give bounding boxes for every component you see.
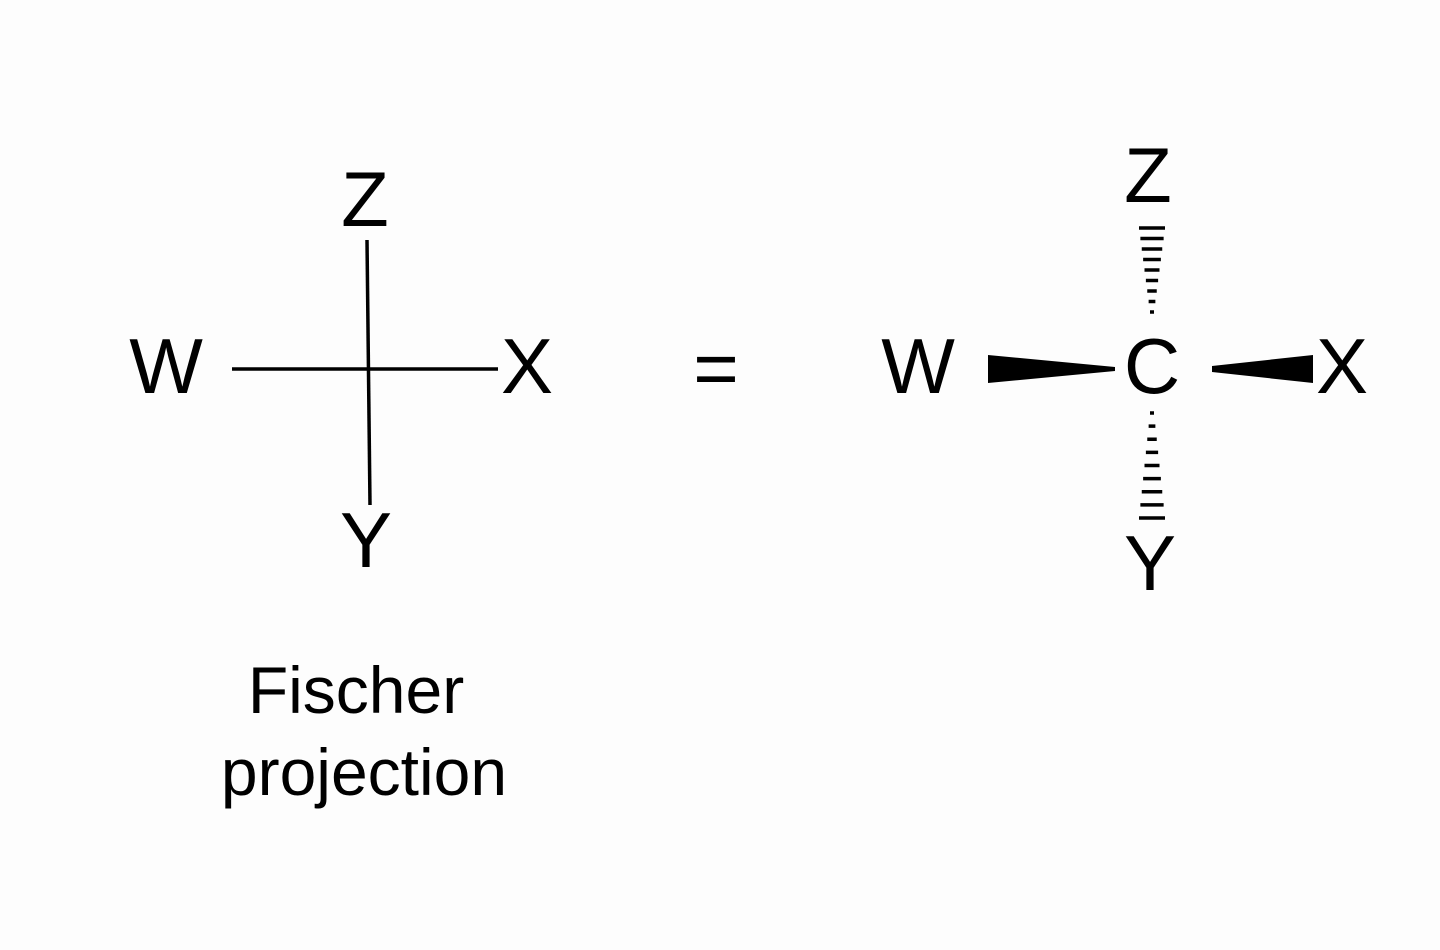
wedge-label-top: Z [1124,131,1172,219]
equals-sign: = [693,324,739,412]
fischer-label-bottom: Y [340,496,392,584]
fischer-projection: Z W X Y Fischer projection [129,155,553,809]
wedge-dash-structure: Z W C X Y [881,131,1368,607]
wedge-label-left: W [881,322,955,410]
caption-line-2: projection [221,735,507,809]
fischer-vertical-bond [365,239,372,506]
fischer-label-top: Z [341,155,389,243]
hashed-bond-top [1139,226,1165,314]
caption-line-1: Fischer [248,653,464,727]
wedge-bond-left [988,355,1115,383]
fischer-label-right: X [501,322,553,410]
wedge-bond-right [1212,355,1313,383]
wedge-label-right: X [1316,322,1368,410]
wedge-label-bottom: Y [1124,519,1176,607]
central-carbon-label: C [1124,322,1180,410]
fischer-label-left: W [129,322,203,410]
hashed-bond-bottom [1139,411,1165,520]
